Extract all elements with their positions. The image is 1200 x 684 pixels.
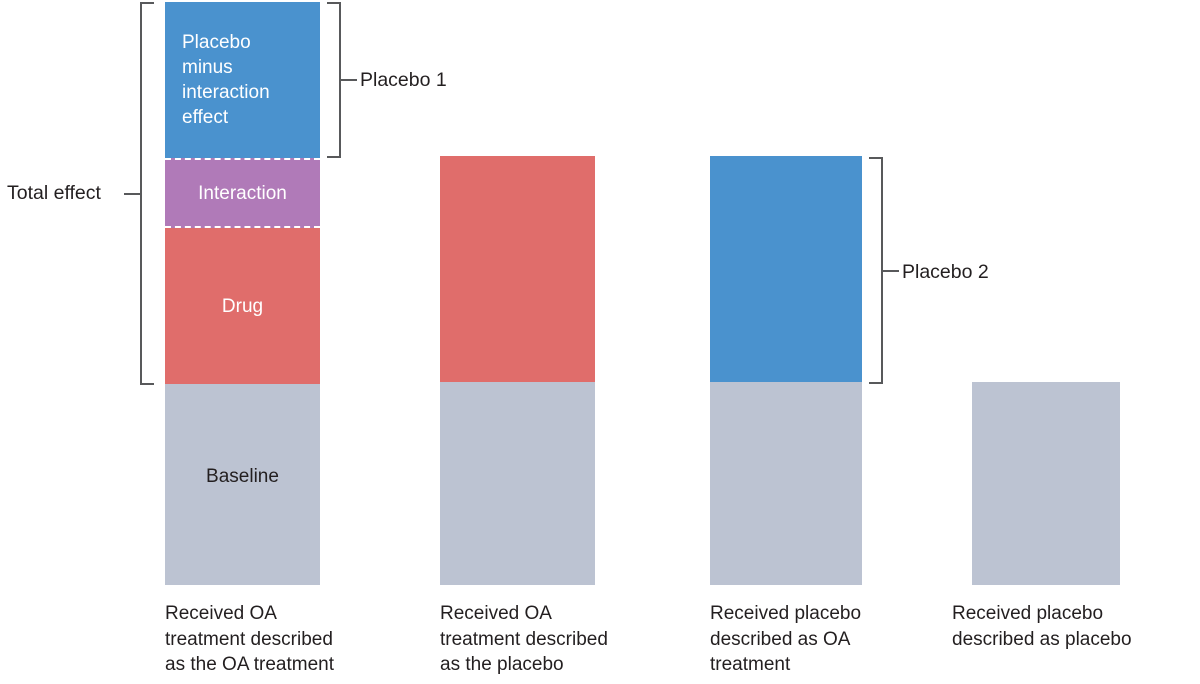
bar-1-segment-placebo-minus-interaction-label: Placebo minus interaction effect: [182, 32, 270, 128]
bar-1-segment-drug-label: Drug: [221, 295, 264, 317]
total-effect-bracket-tick: [124, 193, 140, 195]
bar-1-segment-drug: Drug: [165, 228, 320, 384]
bar-1-segment-interaction: Interaction: [165, 158, 320, 228]
placebo-2-bracket-cap-bottom: [869, 382, 883, 384]
placebo-2-bracket-cap-top: [869, 157, 883, 159]
placebo-1-bracket-cap-bottom: [327, 156, 341, 158]
total-effect-bracket-cap-bottom: [140, 383, 154, 385]
bar-3-segment-placebo: [710, 156, 862, 382]
bar-2-segment-drug: [440, 156, 595, 382]
bar-2-segment-baseline: [440, 382, 595, 585]
bar-group-1: Placebo minus interaction effect Interac…: [165, 2, 320, 585]
total-effect-bracket: [124, 2, 154, 385]
placebo-2-label: Placebo 2: [902, 261, 989, 283]
bar-1-segment-baseline: Baseline: [165, 384, 320, 585]
bar-3-segment-baseline: [710, 382, 862, 585]
bar-1-segment-baseline-label: Baseline: [206, 466, 279, 487]
placebo-1-label: Placebo 1: [360, 69, 447, 91]
placebo-2-bracket-spine: [881, 157, 883, 384]
category-label-2: Received OA treatment described as the p…: [440, 603, 608, 675]
placebo-1-bracket-cap-top: [327, 2, 341, 4]
placebo-2-bracket-tick: [883, 270, 899, 272]
category-label-4: Received placebo described as placebo: [952, 603, 1132, 650]
total-effect-label: Total effect: [7, 182, 101, 204]
bar-1-segment-placebo-minus-interaction: Placebo minus interaction effect: [165, 2, 320, 158]
total-effect-bracket-spine: [140, 2, 142, 385]
bar-group-3: [710, 156, 862, 585]
total-effect-bracket-cap-top: [140, 2, 154, 4]
placebo-1-bracket-tick: [341, 79, 357, 81]
bar-1-segment-interaction-label: Interaction: [198, 182, 287, 204]
category-label-3: Received placebo described as OA treatme…: [710, 603, 862, 675]
placebo-1-bracket-spine: [339, 2, 341, 158]
bar-group-2: [440, 156, 595, 585]
placebo-2-bracket: [869, 157, 899, 384]
bar-4-segment-baseline: [972, 382, 1120, 585]
bar-group-4: [972, 382, 1120, 585]
placebo-1-bracket: [327, 2, 357, 158]
category-label-1: Received OA treatment described as the O…: [165, 603, 334, 675]
